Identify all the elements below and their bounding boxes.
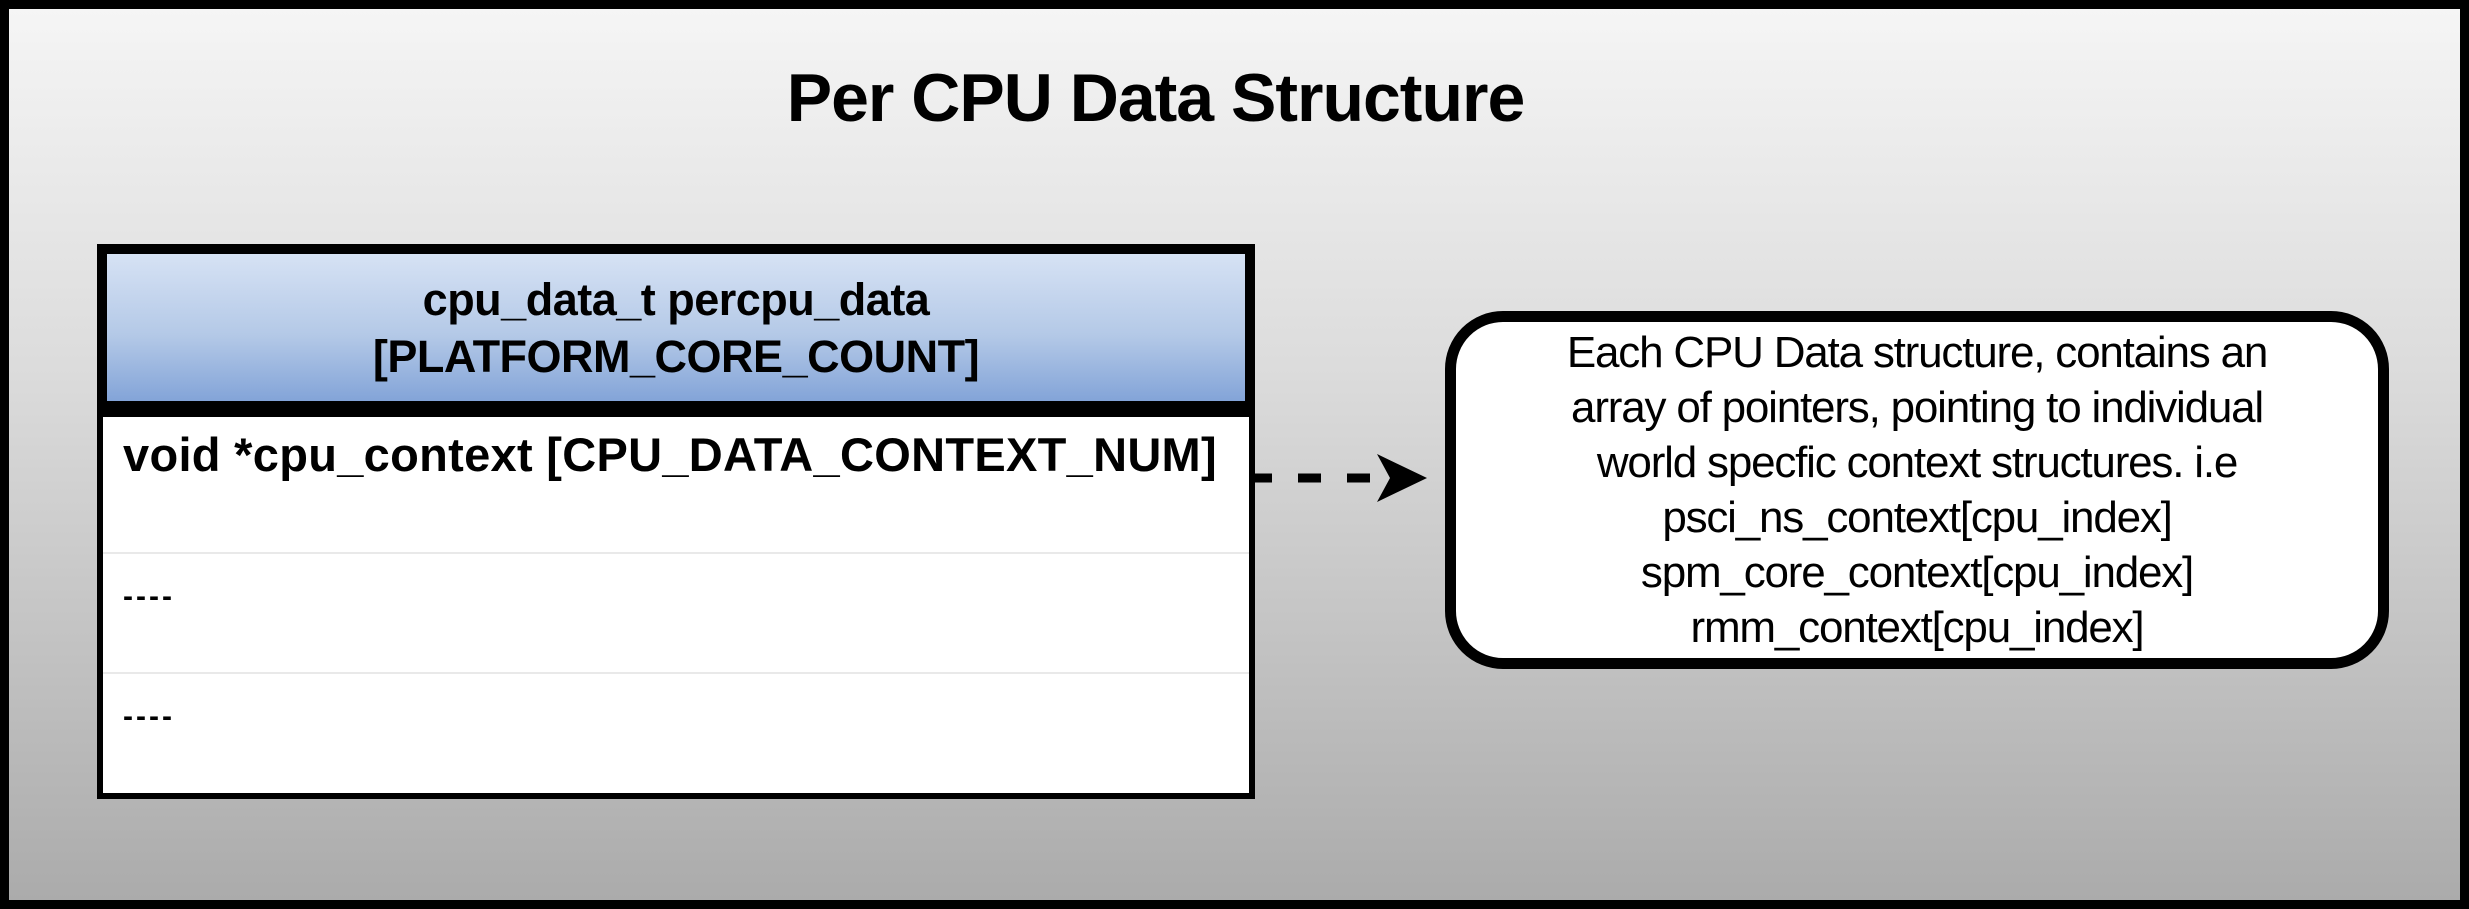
callout-line-1: Each CPU Data structure, contains an <box>1566 328 2268 377</box>
table-row-cpu-context: void *cpu_context [CPU_DATA_CONTEXT_NUM] <box>123 428 1217 481</box>
table-row-ellipsis-1: ---- <box>103 552 1249 672</box>
cpu-data-table-header: cpu_data_t percpu_data [PLATFORM_CORE_CO… <box>97 244 1255 411</box>
callout-line-5: spm_core_context[cpu_index] <box>1640 548 2194 597</box>
callout-line-6: rmm_context[cpu_index] <box>1690 603 2145 652</box>
page-title: Per CPU Data Structure <box>786 60 1526 136</box>
table-header-line-2: [PLATFORM_CORE_COUNT] <box>372 330 980 382</box>
callout-line-2: array of pointers, pointing to individua… <box>1571 383 2264 432</box>
table-header-line-1: cpu_data_t percpu_data <box>422 273 930 325</box>
arrow-head <box>1377 454 1427 502</box>
dashed-arrow <box>1249 454 1427 502</box>
callout-line-3: world specfic context structures. i.e <box>1596 438 2239 487</box>
cpu-data-table-body: void *cpu_context [CPU_DATA_CONTEXT_NUM]… <box>97 411 1255 799</box>
callout-box: Each CPU Data structure, contains an arr… <box>1445 311 2389 669</box>
table-row-ellipsis-2: ---- <box>103 672 1249 793</box>
callout-line-4: psci_ns_context[cpu_index] <box>1662 493 2173 542</box>
